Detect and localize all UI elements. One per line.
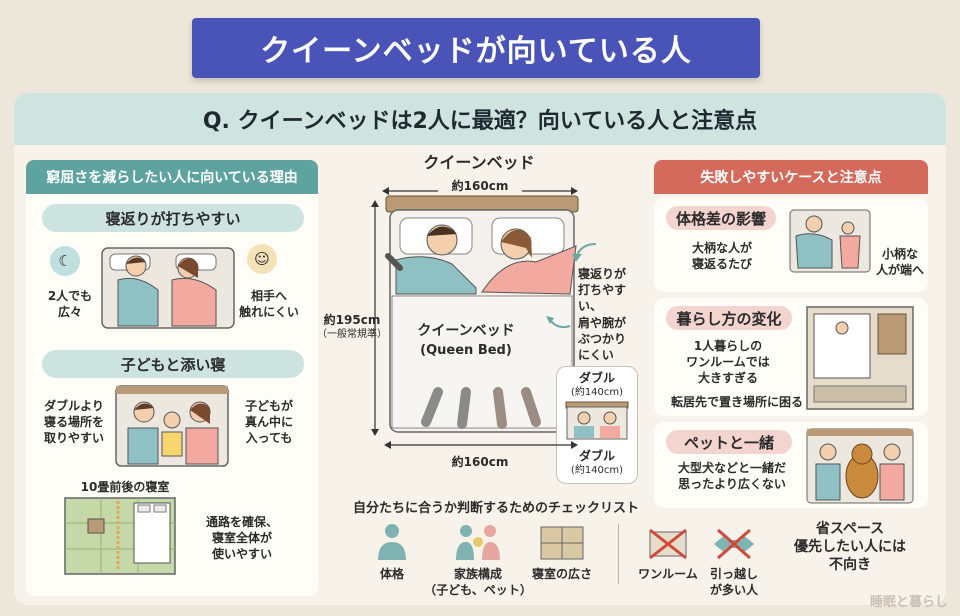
right-panel-header: 失敗しやすいケースと注意点 xyxy=(654,160,928,194)
section-room-title: 10畳前後の寝室 xyxy=(80,480,170,494)
width-bottom-label: 約160cm xyxy=(451,455,509,469)
clock-icon: ☾ xyxy=(50,246,80,276)
bed-label: クイーンベッド xyxy=(417,323,515,339)
room-size-icon xyxy=(540,526,584,560)
width-bottom-arrow xyxy=(384,441,578,449)
note-spacious: 2人でも 広々 xyxy=(47,289,93,320)
case-body-size-title: 体格差の影響 xyxy=(666,206,776,230)
width-top-arrow xyxy=(382,187,578,195)
checklist-item-room: 寝室の広さ xyxy=(531,567,592,581)
case-lifestyle-note: 1人暮らしの ワンルームでは 大きすぎる xyxy=(686,339,770,386)
question-bar: Q. クイーンベッドは2人に最適？向いている人と注意点 xyxy=(14,93,946,145)
section-cosleep-title: 子どもと添い寝 xyxy=(42,350,304,378)
case-body-size-note2: 小柄な 人が端へ xyxy=(875,247,924,278)
width-top-label: 約160cm xyxy=(451,179,509,193)
length-note: （一般常規準） xyxy=(317,329,387,340)
double-bottom-size: (約140cm) xyxy=(570,465,624,476)
checklist-item-body: 体格 xyxy=(379,567,404,581)
case-lifestyle-title: 暮らし方の変化 xyxy=(666,306,792,330)
couple-sleeping-illustration xyxy=(101,247,235,329)
moving-ng-icon xyxy=(714,528,754,560)
case-lifestyle-note2: 転居先で置き場所に困る xyxy=(670,395,803,409)
note-less-contact: 相手へ 触れにくい xyxy=(239,289,299,320)
length-label: 約195cm xyxy=(323,313,381,327)
section-rollover-title: 寝返りが打ちやすい xyxy=(42,204,304,232)
one-room-ng-icon xyxy=(649,528,687,560)
callout-arrows xyxy=(546,243,597,329)
length-arrow xyxy=(371,200,379,436)
smile-icon: ☺ xyxy=(247,244,277,274)
case-pet-title: ペットと一緒 xyxy=(666,430,792,454)
body-size-illustration xyxy=(789,209,871,273)
note-child-middle: 子どもが 真ん中に 入っても xyxy=(244,399,293,446)
ng-item-moving: 引っ越し が多い人 xyxy=(709,567,758,598)
bed-label-en: (Queen Bed) xyxy=(420,343,512,358)
center-header: クイーンベッド xyxy=(423,153,535,172)
double-bottom-label: ダブル xyxy=(578,449,615,463)
body-icon xyxy=(378,524,406,560)
family-icon xyxy=(456,525,500,560)
case-pet-note: 大型犬などと一緒だ 思ったより広くない xyxy=(677,461,786,492)
left-panel-header: 窮屈さを減らしたい人に向いている理由 xyxy=(26,160,318,194)
family-cosleep-illustration xyxy=(115,385,229,467)
one-room-illustration xyxy=(806,306,914,410)
checklist-item-family: 家族構成 （子ども、ペット） xyxy=(424,567,532,598)
checklist-divider xyxy=(618,524,619,584)
rollover-callout: 寝返りが 打ちやすい、 肩や腕が ぶつかり にくい xyxy=(578,267,627,362)
page-title: クイーンベッドが向いている人 xyxy=(192,18,760,78)
queen-bed-illustration xyxy=(385,195,579,433)
watermark: 睡眠と暮らし xyxy=(869,595,948,610)
double-top-label: ダブル xyxy=(578,371,615,385)
ng-item-one-room: ワンルーム xyxy=(638,567,698,581)
double-bed-illustration xyxy=(565,401,629,440)
conclusion-text: 省スペース 優先したい人には 不向き xyxy=(794,521,906,574)
case-body-size-note: 大柄な人が 寝返るたび xyxy=(691,241,752,272)
checklist-title: 自分たちに合うか判断するためのチェックリスト xyxy=(352,501,639,516)
pet-bed-illustration xyxy=(806,428,914,504)
room-layout-illustration xyxy=(64,497,176,575)
double-top-size: (約140cm) xyxy=(570,387,624,398)
note-passage: 通路を確保、 寝室全体が 使いやすい xyxy=(205,515,278,562)
note-more-space: ダブルより 寝る場所を 取りやすい xyxy=(43,399,104,446)
